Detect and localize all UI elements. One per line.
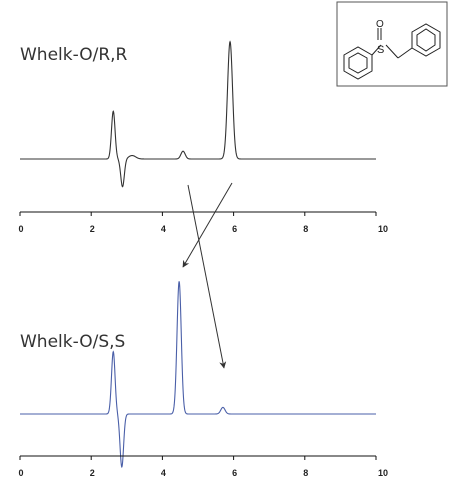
chromatogram-top-title: Whelk-O/R,R [20, 45, 128, 65]
x-tick-label: 4 [161, 468, 166, 478]
svg-text:O: O [376, 19, 384, 30]
chromatogram-bottom-title: Whelk-O/S,S [20, 332, 125, 352]
x-tick-label: 6 [232, 224, 237, 234]
x-tick-label: 2 [90, 224, 95, 234]
x-tick-label: 6 [232, 468, 237, 478]
elution-arrow-s-enantiomer [187, 184, 227, 369]
chromatogram-bottom: Whelk-O/S,S 0 2 4 6 8 10 [18, 281, 388, 478]
x-tick-label: 0 [18, 468, 23, 478]
x-tick-label: 2 [90, 468, 95, 478]
svg-text:S: S [377, 44, 384, 56]
x-tick-label: 4 [161, 224, 166, 234]
x-tick-label: 10 [378, 468, 388, 478]
x-tick-label: 8 [303, 224, 308, 234]
x-axis-bottom: 0 2 4 6 8 10 [18, 455, 388, 478]
x-tick-label: 10 [378, 224, 388, 234]
chromatogram-bottom-trace [20, 281, 376, 469]
chromatogram-top: Whelk-O/R,R 0 2 4 6 8 10 [18, 40, 388, 234]
x-tick-label: 8 [303, 468, 308, 478]
x-axis-top: 0 2 4 6 8 10 [18, 211, 388, 234]
chromatogram-top-trace [20, 40, 376, 188]
x-tick-label: 0 [18, 224, 23, 234]
elution-arrow-r-enantiomer [182, 182, 233, 268]
benzyl-phenyl-sulfoxide-structure-icon: S O [336, 1, 448, 87]
